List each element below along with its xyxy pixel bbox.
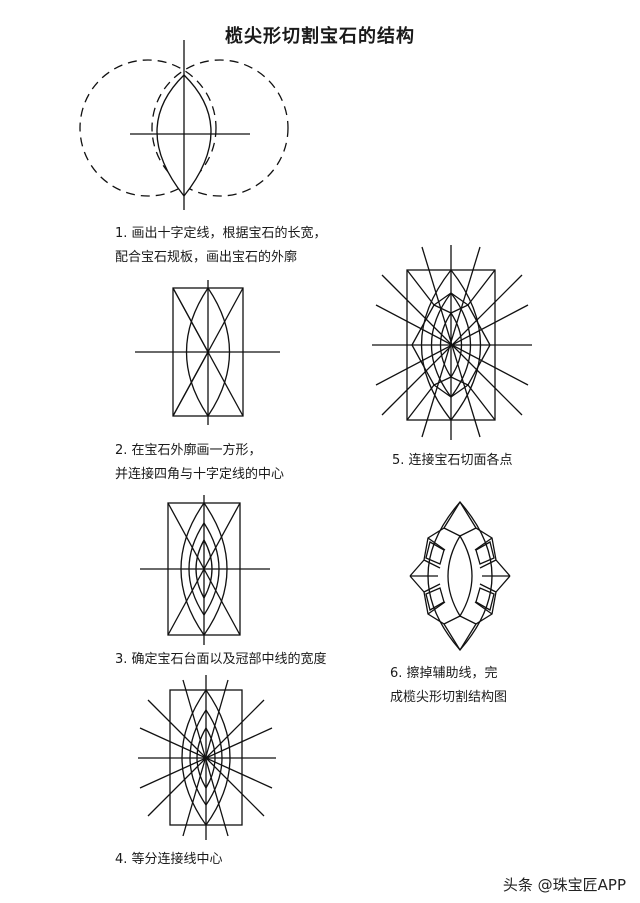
caption-line: 5. 连接宝石切面各点 <box>392 453 513 468</box>
caption-line: 并连接四角与十字定线的中心 <box>115 467 285 482</box>
caption-line: 1. 画出十字定线，根据宝石的长宽， <box>115 226 327 241</box>
step-1-caption: 1. 画出十字定线，根据宝石的长宽， 配合宝石规板，画出宝石的外廓 <box>115 222 327 270</box>
caption-line: 配合宝石规板，画出宝石的外廓 <box>115 250 298 265</box>
figure-step-4 <box>128 670 283 845</box>
step-2-caption: 2. 在宝石外廓画一方形， 并连接四角与十字定线的中心 <box>115 439 284 487</box>
step-5-caption: 5. 连接宝石切面各点 <box>392 449 513 473</box>
caption-line: 2. 在宝石外廓画一方形， <box>115 443 262 458</box>
step-6-caption: 6. 擦掉辅助线，完 成榄尖形切割结构图 <box>390 662 507 710</box>
page-title: 榄尖形切割宝石的结构 <box>225 26 415 47</box>
caption-line: 成榄尖形切割结构图 <box>390 690 508 705</box>
caption-line: 3. 确定宝石台面以及冠部中线的宽度 <box>115 652 327 667</box>
step-4-caption: 4. 等分连接线中心 <box>115 848 223 872</box>
figure-step-1 <box>70 38 310 213</box>
figure-step-5 <box>372 245 532 440</box>
caption-line: 6. 擦掉辅助线，完 <box>390 666 498 681</box>
watermark: 头条 @珠宝匠APP <box>502 876 626 894</box>
figure-step-6 <box>400 498 520 653</box>
figure-step-3 <box>140 495 270 645</box>
step-3-caption: 3. 确定宝石台面以及冠部中线的宽度 <box>115 648 327 672</box>
caption-line: 4. 等分连接线中心 <box>115 852 223 867</box>
figure-step-2 <box>135 280 285 425</box>
